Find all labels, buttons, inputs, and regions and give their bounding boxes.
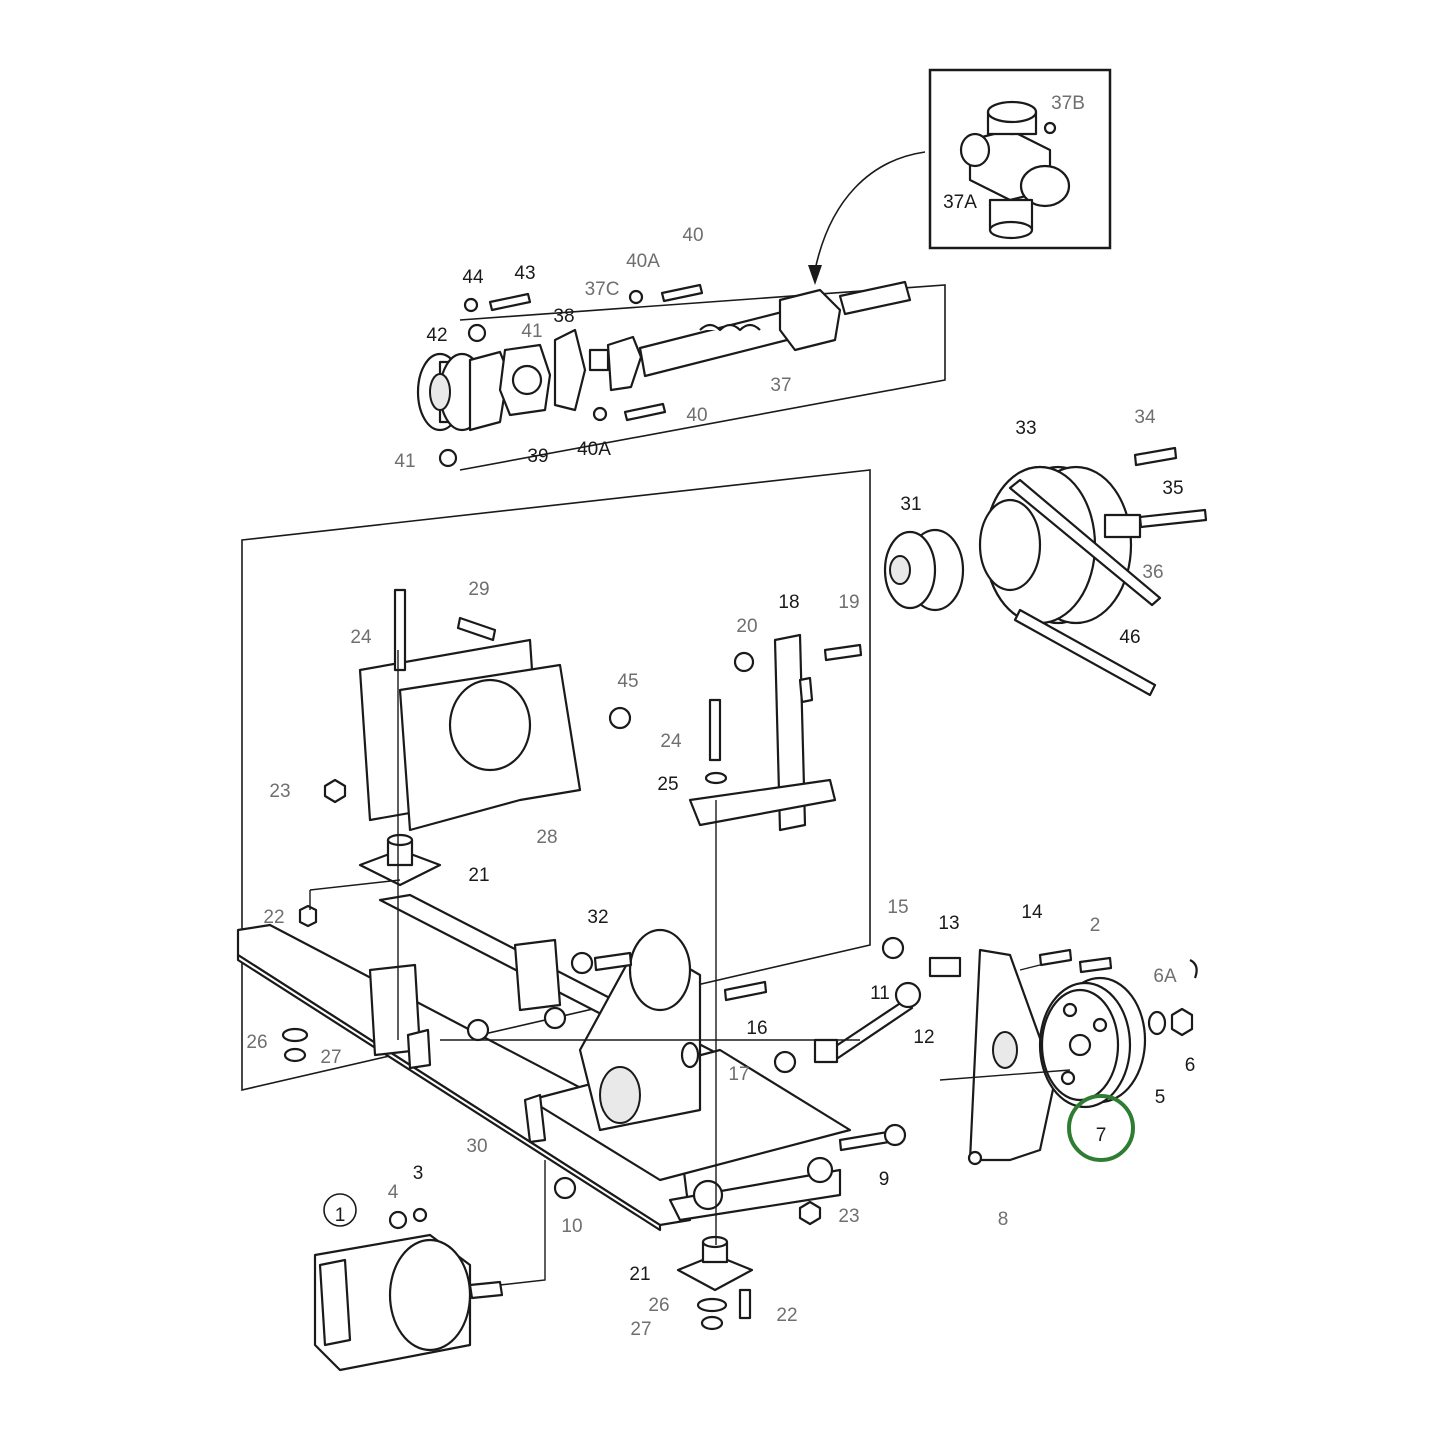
- callout-16: 16: [746, 1018, 767, 1039]
- callout-37c: 37C: [585, 279, 620, 300]
- callout-23: 23: [838, 1206, 859, 1227]
- callout-6a: 6A: [1153, 966, 1177, 987]
- callout-22: 22: [776, 1305, 797, 1326]
- callout-1: 1: [335, 1205, 346, 1226]
- bracket-18: [688, 633, 863, 832]
- callout-24: 24: [350, 627, 372, 648]
- callout-8: 8: [998, 1209, 1009, 1230]
- callout-14: 14: [1021, 902, 1043, 923]
- callout-25: 25: [657, 774, 678, 795]
- callout-43: 43: [514, 263, 535, 284]
- callout-23: 23: [269, 781, 290, 802]
- callout-18: 18: [778, 592, 799, 613]
- callout-26: 26: [246, 1032, 267, 1053]
- callout-31: 31: [900, 494, 921, 515]
- callout-41: 41: [394, 451, 415, 472]
- pulley-7: [1038, 959, 1198, 1109]
- callout-32: 32: [587, 907, 608, 928]
- callout-37a: 37A: [943, 192, 977, 213]
- callout-36: 36: [1142, 562, 1163, 583]
- subframe-30: [236, 893, 907, 1232]
- callout-21: 21: [629, 1264, 650, 1285]
- mount-21-lower: [676, 1235, 754, 1331]
- callout-30: 30: [466, 1136, 487, 1157]
- callout-41: 41: [521, 321, 542, 342]
- callout-3: 3: [413, 1163, 424, 1184]
- callout-15: 15: [887, 897, 908, 918]
- callout-6: 6: [1185, 1055, 1196, 1076]
- callout-28: 28: [536, 827, 557, 848]
- callout-40: 40: [682, 225, 703, 246]
- pump-1: [313, 1207, 504, 1372]
- callout-9: 9: [879, 1169, 890, 1190]
- callout-40a: 40A: [626, 251, 660, 272]
- mount-21-upper: [358, 833, 442, 887]
- callout-37: 37: [770, 375, 791, 396]
- bracket-28: [323, 588, 632, 832]
- callout-40a: 40A: [577, 439, 611, 460]
- callout-37b: 37B: [1051, 93, 1085, 114]
- callout-4: 4: [388, 1182, 399, 1203]
- callout-20: 20: [736, 616, 757, 637]
- callout-39: 39: [527, 446, 548, 467]
- callout-19: 19: [838, 592, 859, 613]
- callout-12: 12: [913, 1027, 934, 1048]
- callout-40: 40: [686, 405, 707, 426]
- inset-universal-joint: [928, 68, 1112, 250]
- callout-26: 26: [648, 1295, 669, 1316]
- drive-shaft-assembly: [416, 280, 946, 471]
- tensioner-rod: [773, 936, 962, 1074]
- callout-7: 7: [1096, 1125, 1107, 1146]
- callout-2: 2: [1090, 915, 1101, 936]
- callout-44: 44: [462, 267, 484, 288]
- circled-ring-1: [323, 1193, 357, 1227]
- callout-45: 45: [617, 671, 638, 692]
- callout-24: 24: [660, 731, 682, 752]
- callout-22: 22: [263, 907, 284, 928]
- callout-13: 13: [938, 913, 959, 934]
- highlight-ring-7: [1067, 1094, 1135, 1162]
- callout-11: 11: [870, 983, 890, 1004]
- callout-27: 27: [630, 1319, 651, 1340]
- callout-35: 35: [1162, 478, 1183, 499]
- callout-46: 46: [1119, 627, 1140, 648]
- callout-21: 21: [468, 865, 489, 886]
- assembly-lines: [309, 650, 1071, 1286]
- callout-34: 34: [1134, 407, 1156, 428]
- callout-5: 5: [1155, 1087, 1166, 1108]
- callout-17: 17: [728, 1064, 749, 1085]
- callout-33: 33: [1015, 418, 1036, 439]
- callout-38: 38: [553, 306, 574, 327]
- callout-27: 27: [320, 1047, 341, 1068]
- pulley-33: [978, 446, 1208, 697]
- idler-bracket-8: [967, 948, 1113, 1166]
- clutch-31: [883, 528, 965, 612]
- callout-10: 10: [561, 1216, 582, 1237]
- callout-42: 42: [426, 325, 447, 346]
- callout-29: 29: [468, 579, 489, 600]
- frame-outline: [241, 469, 871, 1092]
